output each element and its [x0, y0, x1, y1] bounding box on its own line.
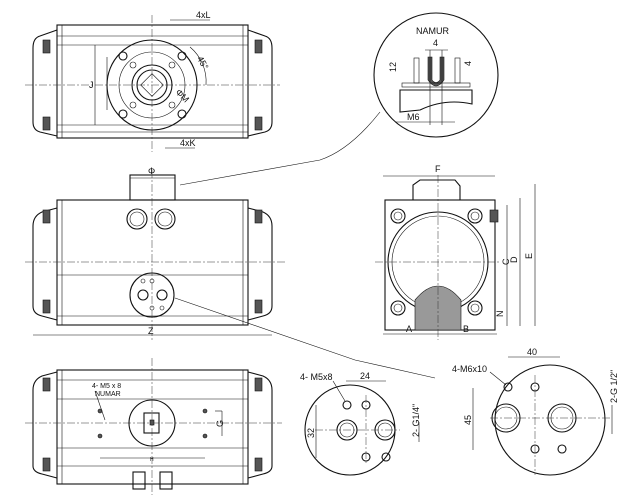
front-view: Φ Z — [25, 166, 285, 340]
bolt-icon — [42, 39, 51, 54]
dim-40: 40 — [527, 347, 537, 357]
dim-4xL: 4xL — [196, 10, 211, 20]
side-view: F C D E A B N — [375, 164, 536, 340]
bolt-icon — [254, 116, 263, 131]
dim-45: 45 — [463, 415, 473, 425]
bolt-icon — [42, 116, 51, 131]
dim-M: ΦM — [174, 87, 191, 104]
dim-45: 45° — [195, 54, 211, 71]
dim-F: F — [435, 164, 441, 174]
dim-N: N — [495, 311, 505, 318]
dim-Z: Z — [148, 326, 154, 336]
dim-phi: Φ — [148, 166, 155, 176]
dim-E: E — [524, 253, 534, 259]
dim-A: A — [406, 324, 412, 334]
label-holes-large: 4-M6x10 — [452, 364, 487, 374]
dim-G: G — [215, 420, 225, 427]
dim-B: B — [463, 324, 469, 334]
bolt-icon — [254, 39, 263, 54]
dim-32: 32 — [306, 428, 316, 438]
label-holes-small: 4- M5x8 — [300, 372, 333, 382]
dim-4-side: 4 — [463, 61, 473, 66]
label-m6: M6 — [407, 112, 420, 122]
label-ports-small: 2- G1/4" — [411, 404, 421, 437]
port-detail-large: 4-M6x10 40 45 2-G 1/2" — [452, 347, 619, 476]
top-view: 4xL 45° ΦM 4xK J — [25, 10, 280, 152]
dim-D: D — [509, 256, 519, 263]
dim-H: H — [150, 457, 154, 463]
dim-J: J — [89, 80, 94, 90]
dim-4xK: 4xK — [180, 138, 196, 148]
label-ports-large: 2-G 1/2" — [609, 370, 619, 403]
dim-4-top: 4 — [433, 38, 438, 48]
namur-detail: NAMUR 4 4 12 M6 — [373, 12, 499, 138]
label-namur: NUMAR — [95, 391, 121, 398]
dim-12: 12 — [388, 62, 398, 72]
namur-title: NAMUR — [416, 26, 449, 36]
bottom-view: 4- M5 x 8 NUMAR G H — [25, 358, 282, 495]
label-holes: 4- M5 x 8 — [92, 383, 121, 390]
dim-24: 24 — [360, 371, 370, 381]
port-detail-small: 4- M5x8 24 32 2- G1/4" — [300, 371, 421, 476]
dim-C: C — [501, 258, 511, 265]
